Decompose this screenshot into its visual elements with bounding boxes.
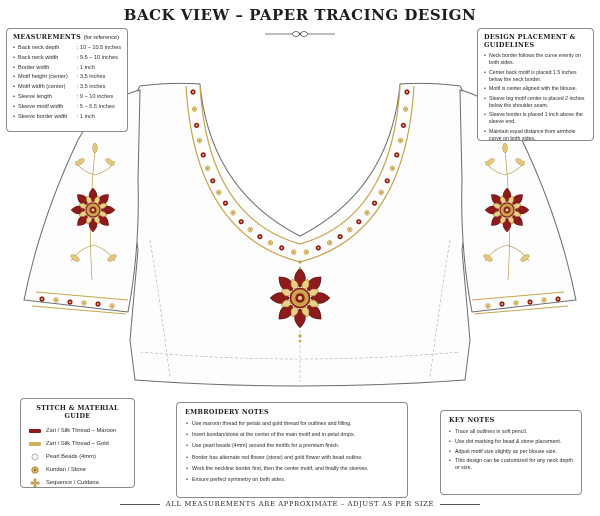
list-item: Zari / Silk Thread – Maroon [28, 425, 127, 437]
list-item: Use pearl beads (4mm) around the motifs … [185, 443, 399, 450]
neck-border-motif [326, 239, 333, 246]
list-item: Pearl Beads (4mm) [28, 451, 127, 463]
placement-heading: DESIGN PLACEMENT & GUIDELINES [484, 33, 576, 49]
embroidery-notes-panel: EMBROIDERY NOTES Use maroon thread for p… [176, 402, 408, 498]
neck-border-motif [389, 165, 396, 172]
list-item: Sequence / Cutdana [28, 477, 127, 489]
neck-border-motif [267, 239, 274, 246]
embroidery-heading: EMBROIDERY NOTES [185, 408, 269, 416]
neck-border-motif [196, 137, 203, 144]
neck-border-motif [190, 89, 196, 95]
placement-guidelines-panel: DESIGN PLACEMENT & GUIDELINES Neck borde… [477, 28, 594, 143]
measurements-subtitle: (for reference) [83, 35, 120, 41]
neck-border-motif [247, 226, 254, 233]
neck-border-motif [356, 219, 362, 225]
measurements-title: MEASUREMENTS [13, 33, 82, 41]
neck-border-motif [346, 226, 353, 233]
stitch-heading: STITCH & MATERIAL GUIDE [36, 404, 119, 420]
neck-border-motif [400, 122, 406, 128]
list-item: This design can be customized for any ne… [449, 458, 573, 472]
neck-border-motif [402, 106, 409, 112]
stitch-material-guide: STITCH & MATERIAL GUIDE Zari / Silk Thre… [20, 398, 135, 488]
list-item: Work the neckline border first, then the… [185, 466, 399, 473]
list-item: Trace all outlines in soft pencil. [449, 429, 573, 436]
neck-border-motif [303, 249, 310, 256]
list-item: Sleeve border is placed 1 inch above the… [484, 112, 587, 126]
list-item: Use dot marking for bead & stone placeme… [449, 439, 573, 446]
table-row: Sleeve border width: 1 inch [13, 113, 121, 123]
neck-border-motif [191, 106, 198, 112]
footer-divider-right [440, 503, 481, 505]
list-item: Sleeve big motif center is placed 2 inch… [484, 96, 587, 110]
neck-border-motif [222, 200, 229, 206]
key-notes-list: Trace all outlines in soft pencil. Use do… [449, 429, 573, 472]
neck-border-motif [364, 209, 370, 216]
table-row: Border width: 1 inch [13, 64, 121, 74]
list-item: Use maroon thread for petals and gold th… [185, 421, 399, 428]
list-item: Neck border follows the curve evenly on … [484, 53, 587, 67]
title-ornament-icon [265, 31, 335, 37]
neck-border-motif [215, 189, 222, 196]
table-row: Motif height (center): 3.5 inches [13, 73, 121, 83]
list-item: Motif is center aligned with the blouse. [484, 86, 587, 93]
list-item: Insert kundan/stone at the center of the… [185, 432, 399, 439]
table-row: Sleeve motif width: 5 – 5.5 inches [13, 103, 121, 113]
table-row: Back neck depth: 10 – 10.5 inches [13, 44, 121, 54]
measurements-panel: MEASUREMENTS (for reference) Back neck d… [6, 28, 128, 132]
neck-border-motif [238, 219, 244, 225]
gold-thread-icon [28, 439, 42, 449]
neck-border-motif [279, 245, 285, 251]
neck-border-motif [397, 137, 404, 144]
pearl-bead-icon [28, 452, 42, 462]
list-item: Ensure perfect symmetry on both sides. [185, 477, 399, 484]
page-header: BACK VIEW – PAPER TRACING DESIGN [0, 6, 600, 24]
neck-border-motif [378, 189, 385, 196]
neck-border-motif [337, 234, 343, 240]
neck-border-motif [290, 249, 297, 256]
neck-border-motif [257, 234, 263, 240]
neck-border-motif [404, 89, 410, 95]
list-item: Zari / Silk Thread – Gold [28, 438, 127, 450]
neck-border-motif [315, 245, 321, 251]
table-row: Sleeve length: 9 – 10 inches [13, 93, 121, 103]
neck-border-motif [200, 152, 206, 158]
neck-border-motif [384, 178, 390, 184]
list-item: Kundan / Stone [28, 464, 127, 476]
table-row: Motif width (center): 3.5 inches [13, 83, 121, 93]
neck-border-motif [394, 152, 400, 158]
list-item: Center back motif is placed 1.5 inches b… [484, 70, 587, 84]
sequence-icon [28, 478, 42, 488]
key-notes-panel: KEY NOTES Trace all outlines in soft pen… [440, 410, 582, 495]
footer-text: ALL MEASUREMENTS ARE APPROXIMATE – ADJUS… [165, 500, 435, 508]
neck-border-motif [371, 200, 378, 206]
key-notes-heading: KEY NOTES [449, 416, 495, 424]
footer-divider-left [119, 503, 160, 505]
measurements-table: Back neck depth: 10 – 10.5 inchesBack ne… [13, 44, 121, 122]
maroon-thread-icon [28, 426, 42, 436]
table-row: Back neck width: 9.5 – 10 inches [13, 54, 121, 64]
embroidery-list: Use maroon thread for petals and gold th… [185, 421, 399, 484]
placement-list: Neck border follows the curve evenly on … [484, 53, 587, 143]
measurements-heading: MEASUREMENTS (for reference) [13, 33, 121, 41]
page-title: BACK VIEW – PAPER TRACING DESIGN [123, 6, 477, 24]
list-item: Adjust motif size slightly as per blouse… [449, 449, 573, 456]
list-item: Border has alternate red flower (stone) … [185, 455, 399, 462]
list-item: Maintain equal distance from armhole cur… [484, 129, 587, 143]
footer-note: ALL MEASUREMENTS ARE APPROXIMATE – ADJUS… [0, 500, 600, 508]
neck-border-motif [194, 122, 200, 128]
neck-border-motif [230, 209, 236, 216]
neck-border-motif [204, 165, 211, 172]
neck-border-motif [210, 178, 216, 184]
kundan-stone-icon [28, 465, 42, 475]
